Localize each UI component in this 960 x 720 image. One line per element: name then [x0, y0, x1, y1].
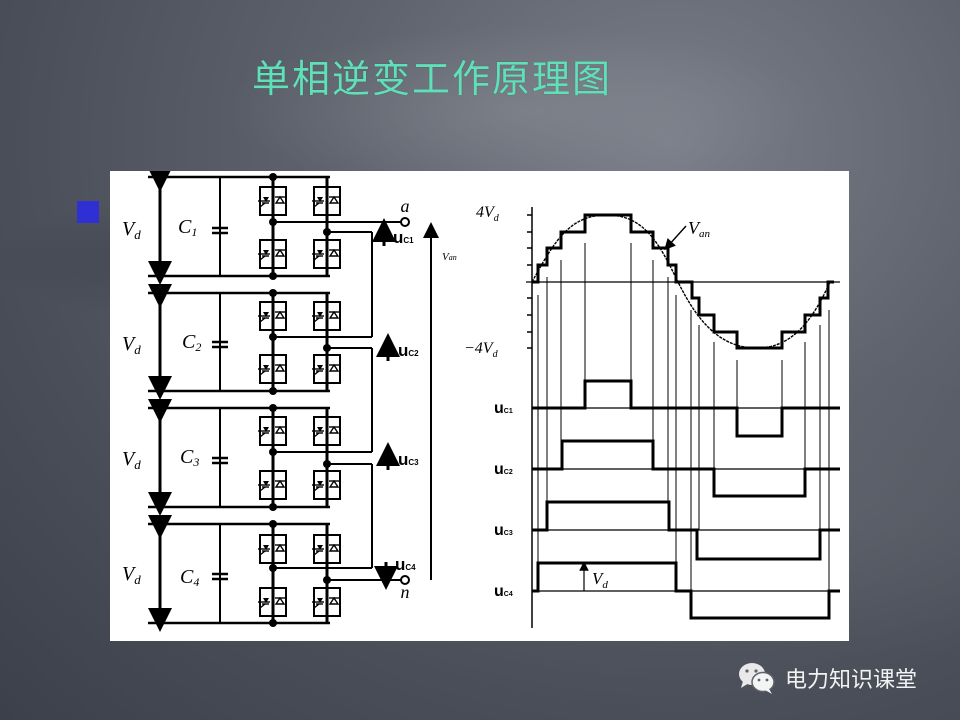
vd-step-label: Vd	[592, 569, 608, 591]
van-label: Van	[442, 251, 457, 263]
watermark-text: 电力知识课堂	[785, 668, 918, 693]
cell-3-capacitor-label: C3	[180, 446, 199, 469]
uc1-label: uC1	[393, 228, 414, 247]
wave-uc2-label: uC2	[494, 461, 513, 478]
h-bridge-cell-3: Vd C3 uC3	[122, 399, 419, 568]
diagram-canvas: Vd C1 a uC1 Vd C2 uC2	[122, 171, 840, 632]
cell-1-capacitor-label: C1	[178, 216, 197, 239]
uc2-label: uC2	[398, 341, 419, 360]
terminal-a-label: a	[401, 196, 410, 216]
y-min-label: −4Vd	[464, 340, 499, 360]
y-max-label: 4Vd	[476, 204, 500, 224]
cell-4-capacitor-label: C4	[180, 566, 199, 589]
inverter-diagram-figure: Vd C1 a uC1 Vd C2 uC2	[110, 171, 849, 641]
slide-title: 单相逆变工作原理图	[252, 57, 613, 101]
cell-1-voltage-label: Vd	[122, 218, 141, 242]
h-bridge-cell-4: Vd C4 n uC4	[122, 515, 416, 632]
bullet-square-icon	[77, 201, 99, 223]
wave-uc1-label: uC1	[494, 400, 513, 417]
van-total-arrow: Van	[423, 222, 457, 580]
wechat-icon	[739, 663, 775, 694]
uc4-label: uC4	[395, 555, 416, 574]
van-curve-label: Van	[688, 218, 711, 240]
wave-uc3-label: uC3	[494, 522, 513, 539]
cell-3-voltage-label: Vd	[122, 448, 141, 472]
cell-2-capacitor-label: C2	[182, 331, 201, 354]
h-bridge-cell-1: Vd C1 a uC1	[122, 171, 414, 337]
uc3-label: uC3	[398, 450, 419, 469]
output-waveform-plot: 4Vd −4Vd Van	[464, 204, 840, 628]
wave-uc4-label: uC4	[494, 583, 513, 600]
watermark: 电力知识课堂	[737, 658, 917, 698]
cell-4-voltage-label: Vd	[122, 563, 141, 587]
cell-2-voltage-label: Vd	[122, 333, 141, 357]
terminal-n-label: n	[401, 582, 410, 602]
h-bridge-cell-2: Vd C2 uC2	[122, 284, 419, 452]
